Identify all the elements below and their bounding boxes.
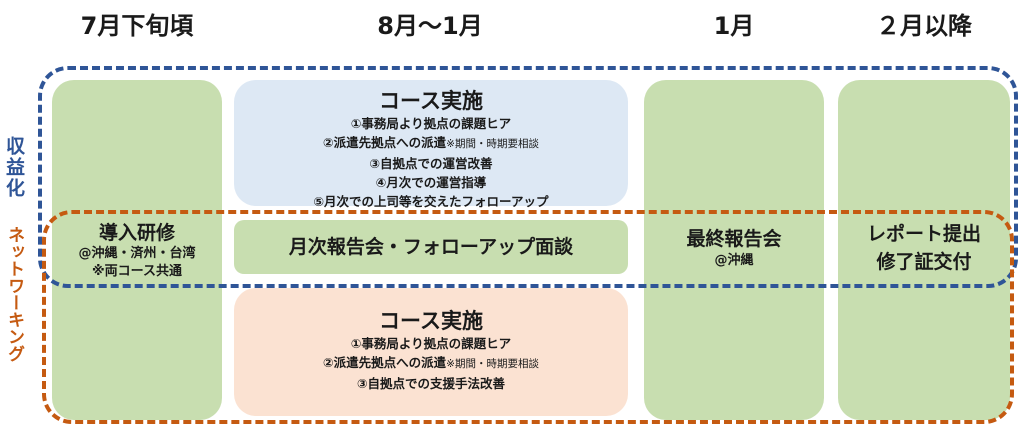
final-title: 最終報告会 [686, 228, 782, 250]
course-revenue-item-note: ※期間・時期要相談 [446, 138, 539, 150]
course-revenue-item-text: ②派遣先拠点への派遣 [323, 135, 447, 150]
header-january: 1月 [713, 12, 755, 40]
track-label-networking-text: ネットワーキング [4, 226, 24, 362]
header-late-july: 7月下旬頃 [80, 12, 194, 40]
report-text: レポート提出 修了証交付 [838, 220, 1010, 276]
course-revenue-item-text: ④月次での運営指導 [375, 175, 487, 190]
report-line2: 修了証交付 [876, 251, 972, 273]
course-revenue-item-text: ③自拠点での運営改善 [369, 156, 493, 171]
intro-title: 導入研修 [98, 222, 175, 244]
course-networking-title: コース実施 [379, 309, 483, 333]
intro-text: 導入研修 @沖縄・済州・台湾 ※両コース共通 [52, 221, 222, 281]
course-networking-box [234, 288, 628, 416]
course-revenue-item: ⑤月次での上司等を交えたフォローアップ [234, 192, 628, 211]
course-revenue-items: ①事務局より拠点の課題ヒア ②派遣先拠点への派遣※期間・時期要相談 ③自拠点での… [234, 114, 628, 211]
final-text: 最終報告会 @沖縄 [644, 226, 824, 270]
course-revenue-item: ③自拠点での運営改善 [234, 154, 628, 173]
course-revenue-item: ④月次での運営指導 [234, 173, 628, 192]
track-label-networking: ネットワーキング [2, 226, 26, 362]
course-networking-text: コース実施 ①事務局より拠点の課題ヒア ②派遣先拠点への派遣※期間・時期要相談 … [234, 308, 628, 393]
course-networking-items: ①事務局より拠点の課題ヒア ②派遣先拠点への派遣※期間・時期要相談 ③自拠点での… [234, 334, 628, 393]
course-networking-item-text: ②派遣先拠点への派遣 [323, 355, 447, 370]
track-label-revenue-text: 収益化 [3, 136, 25, 199]
course-revenue-item-text: ⑤月次での上司等を交えたフォローアップ [313, 194, 549, 209]
monthly-box [234, 220, 628, 274]
course-revenue-title: コース実施 [379, 89, 483, 113]
course-revenue-item-text: ①事務局より拠点の課題ヒア [350, 116, 512, 131]
course-networking-item-text: ①事務局より拠点の課題ヒア [350, 336, 512, 351]
report-column [838, 80, 1010, 420]
course-networking-item: ②派遣先拠点への派遣※期間・時期要相談 [234, 353, 628, 374]
course-networking-item-note: ※期間・時期要相談 [446, 358, 539, 370]
final-location: @沖縄 [714, 253, 754, 268]
report-line1: レポート提出 [866, 223, 981, 245]
intro-note: ※両コース共通 [92, 264, 182, 279]
course-networking-item: ①事務局より拠点の課題ヒア [234, 334, 628, 353]
course-revenue-item: ②派遣先拠点への派遣※期間・時期要相談 [234, 133, 628, 154]
monthly-label: 月次報告会・フォローアップ面談 [288, 236, 574, 258]
intro-location: @沖縄・済州・台湾 [78, 246, 196, 261]
header-aug-jan: 8月～1月 [377, 12, 483, 40]
track-label-revenue: 収益化 [2, 136, 26, 199]
course-revenue-text: コース実施 ①事務局より拠点の課題ヒア ②派遣先拠点への派遣※期間・時期要相談 … [234, 88, 628, 211]
course-revenue-box [234, 80, 628, 206]
course-networking-item: ③自拠点での支援手法改善 [234, 374, 628, 393]
intro-column [52, 80, 222, 420]
final-column [644, 80, 824, 420]
header-feb-onward: ２月以降 [876, 12, 972, 40]
course-networking-item-text: ③自拠点での支援手法改善 [356, 376, 506, 391]
course-revenue-item: ①事務局より拠点の課題ヒア [234, 114, 628, 133]
